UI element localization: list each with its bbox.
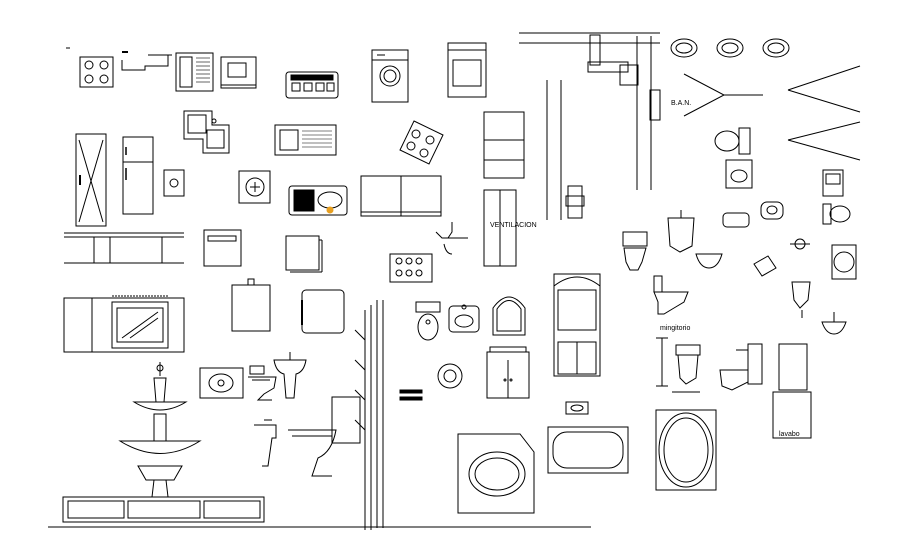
washing-machine [371, 49, 409, 103]
trash-bin [231, 278, 271, 332]
corner-sink-plan [183, 110, 230, 154]
light-fixture-diagram [683, 65, 861, 161]
label-ban: B.A.N. [671, 100, 692, 107]
toilet-elevation-right [719, 343, 763, 391]
range-hood-elevation [285, 71, 339, 99]
vanity-cabinet-elevation [486, 346, 530, 399]
wall-section-pipes [354, 300, 423, 530]
trap-fitting [565, 185, 585, 219]
tap-plan-rotated [753, 255, 777, 277]
dishwasher-knob-panel [163, 169, 185, 197]
arched-mirror [492, 296, 526, 336]
toilet-elevation-small [248, 365, 277, 401]
label-mingitorio: mingitorio [660, 325, 691, 332]
toilet-side-large [288, 396, 361, 477]
cabinet-square [285, 235, 323, 273]
small-wall-basin [714, 127, 751, 155]
toilet-plan-small [760, 201, 784, 220]
toilet-side-elevation [653, 275, 689, 315]
ladder-left [546, 80, 562, 220]
bidet-side [254, 419, 277, 467]
cooktop-4-burner-plan [66, 47, 114, 88]
basin-rounded-plan [722, 212, 750, 228]
tiered-fountain [62, 362, 265, 523]
urinal-front [667, 210, 695, 253]
round-basins-top [670, 38, 790, 58]
tap-wall-sink [435, 222, 468, 255]
counter-run-elevation [64, 232, 184, 264]
counter-sink-section [121, 51, 172, 71]
vanity-basin-plan [448, 304, 480, 333]
basin-circle-framed [831, 244, 857, 280]
cabinet-rounded [301, 289, 345, 334]
washbasin-square [725, 159, 753, 189]
oven-front [447, 42, 487, 98]
toilet-plan [415, 301, 441, 341]
double-sink-plan [175, 52, 214, 92]
cabinet-tall-with-shelves [483, 111, 525, 179]
rectangular-bathtub-plan [547, 426, 629, 474]
oval-mirror [655, 409, 717, 491]
label-lavabo: lavabo [779, 431, 800, 438]
label-ventilacion: VENTILACION [490, 222, 537, 229]
sink-with-drainboard [288, 185, 348, 216]
toilet-plan-tank [822, 203, 851, 225]
oven-counter-elevation [63, 295, 185, 353]
refrigerator-two-door [122, 136, 154, 215]
round-basin-plan [437, 363, 463, 389]
refrigerator-tall-elevation [75, 133, 107, 227]
ladder-right [636, 36, 652, 190]
basin-elevation-small [695, 253, 723, 269]
pedestal-sink-elevation [273, 352, 307, 399]
microwave-oven [220, 56, 257, 89]
urinal-dimensioned [656, 337, 701, 393]
sink-single-plan [274, 124, 337, 156]
mirror-cabinet-lavabo [772, 343, 812, 439]
small-wall-cabinet [822, 169, 844, 197]
soap-dish-plan [565, 401, 589, 415]
cabinet-vertical-elevation [483, 189, 517, 267]
sink-round-bowl [238, 170, 271, 204]
tall-vanity-elevation [553, 273, 601, 377]
dishwasher-front [203, 229, 242, 267]
urinal-side [791, 281, 811, 318]
corner-bathtub-plan [457, 433, 535, 514]
basin-small-elevation [821, 312, 847, 335]
toilet-front-elevation [622, 231, 648, 271]
drain-pipe-assembly [519, 32, 661, 121]
cooktop-rotated [399, 120, 444, 165]
stove-knob-panel [389, 253, 433, 283]
kitchen-cabinet-elevation [360, 175, 442, 217]
shower-head-plan [790, 238, 810, 250]
oval-basin-plan [199, 367, 244, 399]
